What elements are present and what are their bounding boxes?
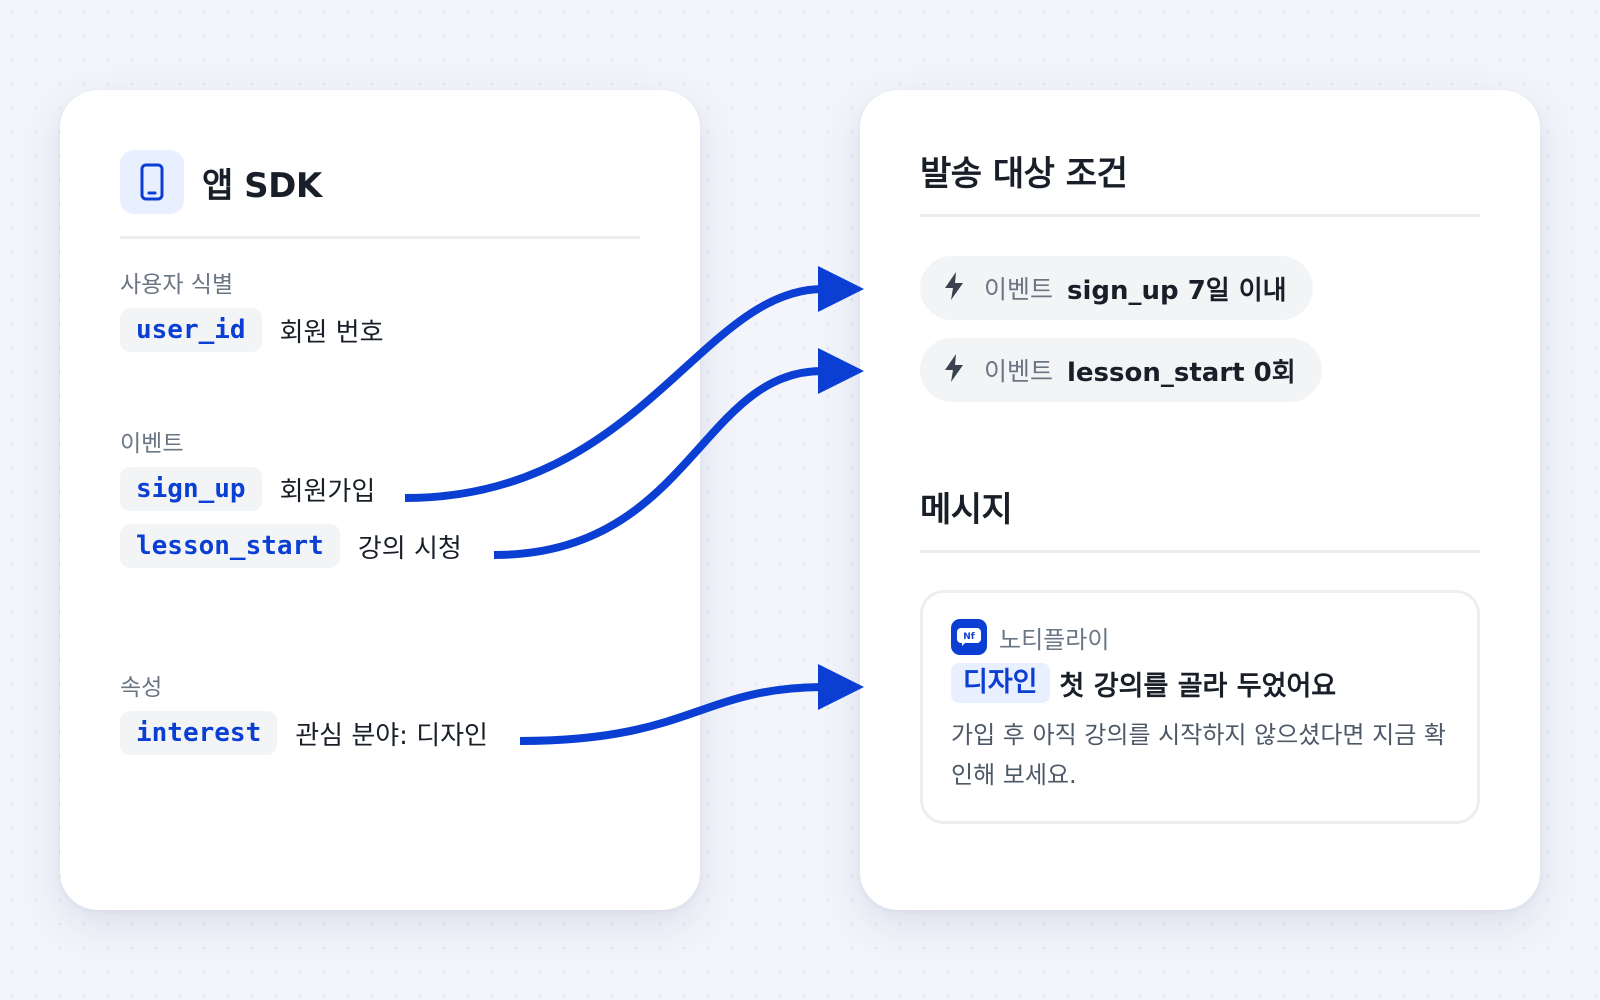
field-desc-user-id: 회원 번호 bbox=[279, 317, 384, 348]
phone-icon bbox=[120, 150, 184, 214]
push-message-preview: Nf 노티플라이 디자인 첫 강의를 골라 두었어요 가입 후 아직 강의를 시… bbox=[920, 590, 1480, 824]
interest-tag: 디자인 bbox=[951, 663, 1050, 703]
code-chip-lesson-start: lesson_start bbox=[120, 524, 340, 568]
code-chip-user-id: user_id bbox=[120, 308, 262, 352]
code-chip-sign-up: sign_up bbox=[120, 467, 262, 511]
condition-label: 이벤트 bbox=[984, 357, 1054, 386]
lightning-icon bbox=[942, 353, 966, 387]
message-divider bbox=[920, 550, 1480, 553]
condition-pill-sign-up: 이벤트 sign_up 7일 이내 bbox=[920, 256, 1313, 320]
section-label-events: 이벤트 bbox=[120, 431, 184, 457]
sdk-divider bbox=[120, 236, 640, 239]
field-desc-interest: 관심 분야: 디자인 bbox=[295, 720, 488, 751]
field-row-user-id: user_id 회원 번호 bbox=[120, 308, 384, 352]
arrowhead-lesson-start bbox=[818, 348, 864, 394]
targeting-divider bbox=[920, 214, 1480, 217]
message-headline-row: 디자인 첫 강의를 골라 두었어요 bbox=[951, 663, 1336, 703]
field-row-interest: interest 관심 분야: 디자인 bbox=[120, 711, 488, 755]
app-row: Nf 노티플라이 bbox=[951, 619, 1109, 655]
message-title: 메시지 bbox=[920, 490, 1013, 530]
message-headline: 첫 강의를 골라 두었어요 bbox=[1059, 670, 1337, 702]
code-chip-interest: interest bbox=[120, 711, 278, 755]
field-desc-sign-up: 회원가입 bbox=[279, 476, 376, 507]
field-row-lesson-start: lesson_start 강의 시청 bbox=[120, 524, 462, 568]
field-row-sign-up: sign_up 회원가입 bbox=[120, 467, 375, 511]
lightning-icon bbox=[942, 271, 966, 305]
notifly-app-icon: Nf bbox=[951, 619, 987, 655]
field-desc-lesson-start: 강의 시청 bbox=[357, 533, 462, 564]
app-sdk-card: 앱 SDK 사용자 식별 user_id 회원 번호 이벤트 sign_up 회… bbox=[60, 90, 700, 910]
section-label-user-id: 사용자 식별 bbox=[120, 272, 234, 298]
sdk-title: 앱 SDK bbox=[202, 165, 322, 206]
sdk-header: 앱 SDK bbox=[120, 150, 322, 214]
message-body: 가입 후 아직 강의를 시작하지 않으셨다면 지금 확인해 보세요. bbox=[951, 721, 1447, 789]
condition-value: lesson_start 0회 bbox=[1067, 357, 1296, 388]
condition-value: sign_up 7일 이내 bbox=[1067, 275, 1287, 306]
app-icon-text: Nf bbox=[963, 632, 975, 642]
targeting-title: 발송 대상 조건 bbox=[920, 154, 1128, 194]
app-name: 노티플라이 bbox=[999, 625, 1110, 654]
condition-pill-lesson-start: 이벤트 lesson_start 0회 bbox=[920, 338, 1322, 402]
condition-label: 이벤트 bbox=[984, 275, 1054, 304]
targeting-card: 발송 대상 조건 이벤트 sign_up 7일 이내 이벤트 lesson_st… bbox=[860, 90, 1540, 910]
section-label-attributes: 속성 bbox=[120, 675, 163, 701]
arrowhead-sign-up bbox=[818, 266, 864, 312]
arrowhead-interest bbox=[818, 664, 864, 710]
